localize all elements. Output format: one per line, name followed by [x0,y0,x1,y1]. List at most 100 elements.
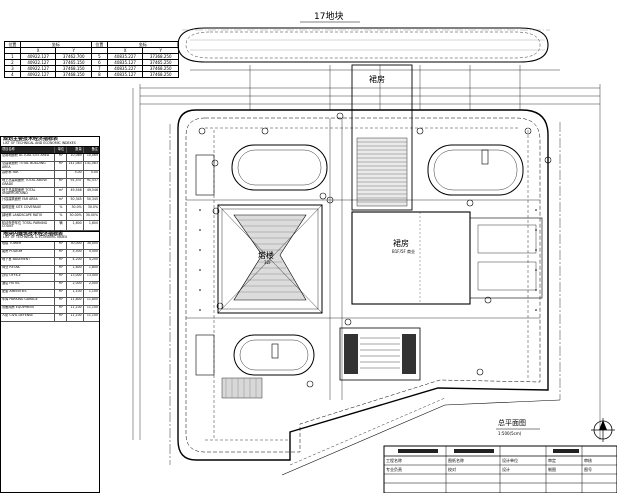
table-cell: 总建筑面积 TOTAL BUILDING AREA [1,161,56,170]
table-cell: % [55,213,68,221]
table-cell: 91,537 [67,178,84,188]
table-cell: 141,083 [67,161,84,170]
table-cell: % [55,205,68,213]
table-cell: 绿地率 LANDSCAPE RATIO [1,213,56,221]
table-cell: 5.00 [90,170,98,175]
table-cell: 裙房 PODIUM [1,249,56,257]
top-road-label: 17地块 [314,12,344,22]
table-cell: 2,000 [67,281,84,289]
title-cell: 校对 [448,467,456,472]
marker-circles [198,112,552,388]
coordinate-table: 位置 坐标 位置 坐标 X Y X Y 1 40922.127 37462.70… [4,41,180,78]
table-cell: 商业 RETAIL [1,265,56,273]
panel-header-cell: 备注 [91,147,98,152]
table-cell: 地下室 BASEMENT [1,257,56,265]
table-cell: 37468.150 [55,71,92,78]
title-cell: 审定 [548,458,556,463]
table-cell: 配套 AMENITIES [1,289,56,297]
table-row: 建筑密度 SITE COVERAGE%30.0%30.0% [1,205,99,214]
table-row: 绿地率 LANDSCAPE RATIO%30.00%30.00% [1,213,99,222]
table-cell: 30,000 [67,241,84,249]
table-cell: 设备用房 EQUIPMENT [1,305,56,313]
table-cell: 30.00% [85,213,98,217]
table-cell: 30,000 [86,241,98,246]
table-cell: 49,546 [67,188,84,197]
plaza-ovals [195,144,524,376]
panel-header-cell: 数量 [67,147,84,153]
table-cell: 5,500 [88,249,98,254]
table-cell: 容积率 FAR [1,170,56,178]
table-cell: m² [55,281,68,289]
table-cell: 辆 [55,221,68,230]
table-cell: m² [55,273,68,281]
table-cell: 4 [4,71,21,78]
table-cell: 30.0% [87,205,98,209]
table-cell: 4,200 [88,257,98,262]
table-cell: 塔楼 TOWER [1,241,56,249]
table-cell: 1,800 [67,265,84,273]
table-cell: m² [55,289,68,297]
table-cell: 人防 CIVIL DEFENSE [1,313,56,321]
table-cell: 141,083 [84,161,98,166]
table-cell: 30.00% [67,213,84,221]
site-plan-label: 总平面图 [498,419,526,427]
north-arrow-icon [591,418,615,442]
table-cell: 地下总建筑面积 TOTAL UNDERGROUND [1,188,56,197]
panel-header-row: 项目名称 单位 数量 备注 [1,147,99,154]
table-cell: m² [55,297,68,305]
table-cell: 地上总建筑面积 TOTAL ABOVE GRADE [1,178,56,188]
title-cell: 制图 [548,467,556,472]
table-cell: 8 [90,71,108,78]
table-cell: 50,345 [86,197,98,201]
table-cell: m² [55,265,68,273]
table-cell: 办公 OFFICE [1,273,56,281]
upper-podium-label: 裙房 [369,75,385,84]
table-cell: m² [55,305,68,313]
panel-header-cell: 单位 [55,147,68,153]
tower-block [217,204,323,314]
table-cell [55,170,68,178]
internal-roads [186,118,540,441]
table-cell: m² [55,153,68,161]
table-cell: 13,000 [86,273,98,278]
table-row: 3 40922.127 37468.150 7 40835.227 37468.… [4,65,179,72]
table-cell: 建筑密度 SITE COVERAGE [1,205,56,213]
indicator-panel: 规划主要技术经济指标表 LIST OF TECHNICAL AND ECONOM… [0,136,100,493]
panel-header-cell: 项目名称 [1,147,56,153]
panel-title: 规划主要技术经济指标表 [3,136,59,142]
table-cell: 40922.127 [19,71,57,78]
table-row: 4 40922.127 37468.150 8 40835.127 37468.… [4,71,179,78]
table-cell: 1,800 [88,265,98,270]
title-cell: 审核 [584,458,592,463]
table-cell: m² [55,241,68,249]
table-cell: 1,100 [88,289,98,294]
title-cell: 工程名称 [386,458,402,463]
table-cell: 酒店 HOTEL [1,281,56,289]
podium-sublabel: B1F/5F 商业 [392,249,416,254]
title-cell: 设计单位 [502,458,518,463]
table-cell: 11,100 [86,313,98,318]
table-cell: 5,500 [67,249,84,257]
site-boundary [169,109,561,476]
panel-section2-subtitle: LIST OF TECHNICAL & ECONOMIC INDEX [1,235,99,242]
title-cell: 图号 [584,467,592,472]
table-cell: 37468.250 [142,71,179,78]
title-cell: 专业负责 [386,467,402,472]
table-cell: 13,000 [67,273,84,281]
table-cell: 10,069 [67,153,84,161]
table-cell: 11,800 [86,297,98,302]
table-cell: 计容建筑面积 FAR AREA [1,197,56,205]
table-cell: 1,100 [67,289,84,297]
table-cell: 40835.127 [106,71,144,78]
